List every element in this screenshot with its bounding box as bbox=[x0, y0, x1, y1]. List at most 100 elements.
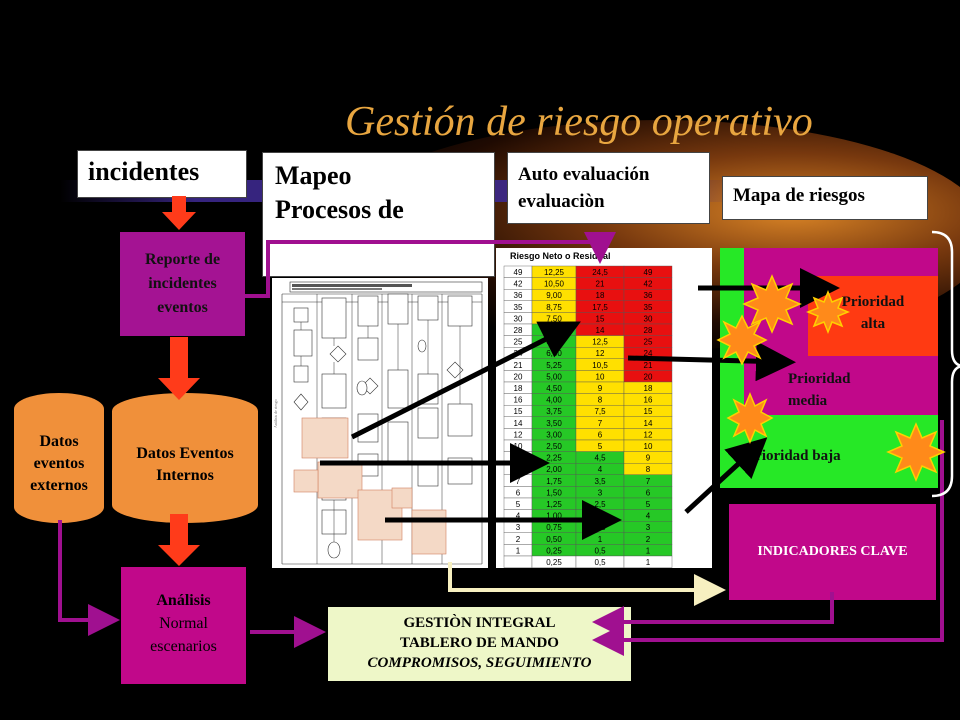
matrix-cell-value: 49 bbox=[514, 268, 523, 277]
reporte-line1: Reporte de bbox=[144, 251, 221, 268]
matrix-cell-value: 5 bbox=[516, 500, 521, 509]
datos-externos-line1: Datos bbox=[39, 433, 79, 450]
arrow-flow-matrix-1 bbox=[350, 321, 581, 440]
matrix-cell bbox=[623, 555, 673, 568]
mapa-riesgos-label: Mapa de riesgos bbox=[722, 176, 928, 220]
matrix-cell-value: 20 bbox=[514, 372, 523, 381]
matrix-cell-value: 1 bbox=[516, 546, 521, 555]
matrix-cell-value: 1,25 bbox=[546, 500, 562, 509]
matrix-cell-value: 14 bbox=[596, 326, 605, 335]
burst-icon bbox=[886, 422, 946, 482]
matrix-cell-value: 9 bbox=[598, 384, 603, 393]
matrix-title: Riesgo Neto o Residual bbox=[510, 251, 611, 261]
yellow-connector bbox=[448, 562, 726, 606]
datos-externos-cylinder: Datos eventos externos bbox=[14, 393, 104, 523]
matrix-cell-value: 42 bbox=[514, 280, 523, 289]
matrix-cell-value: 30 bbox=[644, 314, 653, 323]
matrix-cell-value: 15 bbox=[644, 407, 653, 416]
matrix-cell-value: 2 bbox=[646, 535, 651, 544]
matrix-cell-value: 3,00 bbox=[546, 430, 562, 439]
matrix-cell-value: 0,50 bbox=[546, 535, 562, 544]
matrix-cell-value: 8 bbox=[598, 396, 603, 405]
matrix-cell-value: 12,25 bbox=[544, 268, 565, 277]
matrix-cell-value: 6 bbox=[516, 488, 521, 497]
matrix-cell-value: 10,5 bbox=[592, 361, 608, 370]
matrix-cell-value: 12 bbox=[644, 430, 653, 439]
matrix-cell-value: 3 bbox=[646, 523, 651, 532]
datos-externos-line2: eventos bbox=[33, 455, 85, 472]
matrix-cell-value: 3,5 bbox=[594, 477, 606, 486]
mapeo-line2: Procesos de bbox=[275, 195, 404, 224]
matrix-cell-value: 6 bbox=[598, 430, 603, 439]
svg-text:Análisis de riesgo: Análisis de riesgo bbox=[273, 399, 278, 428]
prioridad-media: Prioridad media bbox=[788, 368, 851, 412]
connector-matrix-indicadores bbox=[448, 562, 726, 606]
burst-icon bbox=[716, 314, 768, 366]
burst-icon bbox=[805, 289, 851, 335]
gestion-line1: GESTIÒN INTEGRAL bbox=[403, 615, 556, 631]
matrix-cell-value: 30 bbox=[514, 314, 523, 323]
red-flow-arrows bbox=[158, 196, 200, 566]
arrow-matrix-media bbox=[627, 341, 796, 382]
matrix-cell-value: 10,50 bbox=[544, 280, 565, 289]
matrix-cell-value: 14 bbox=[644, 419, 653, 428]
matrix-cell-value: 9 bbox=[646, 454, 651, 463]
auto-line1: Auto evaluación bbox=[518, 164, 650, 185]
matrix-cell-value: 1,75 bbox=[546, 477, 562, 486]
reporte-line3: eventos bbox=[157, 299, 208, 316]
arrow-reporte-datos bbox=[158, 337, 200, 400]
matrix-cell-value: 7,5 bbox=[594, 407, 606, 416]
matrix-cell-value: 9,00 bbox=[546, 291, 562, 300]
matrix-cell-value: 2,50 bbox=[546, 442, 562, 451]
matrix-cell-value: 3 bbox=[516, 523, 521, 532]
flowchart-drawing: Análisis de riesgo bbox=[273, 281, 483, 565]
matrix-cell-value: 5 bbox=[646, 500, 651, 509]
matrix-cell-value: 20 bbox=[644, 372, 653, 381]
matrix-cell-value: 3,75 bbox=[546, 407, 562, 416]
matrix-cell-value: 12 bbox=[514, 430, 523, 439]
matrix-cell-value: 2 bbox=[516, 535, 521, 544]
matrix-cell-value: 2,00 bbox=[546, 465, 562, 474]
datos-internos-line1: Datos Eventos bbox=[136, 445, 234, 462]
matrix-cell-value: 7 bbox=[646, 477, 651, 486]
matrix-cell-value: 8,75 bbox=[546, 303, 562, 312]
matrix-cell-value: 42 bbox=[644, 280, 653, 289]
matrix-cell-value: 15 bbox=[596, 314, 605, 323]
datos-externos-line3: externos bbox=[30, 477, 88, 494]
page-title: Gestión de riesgo operativo bbox=[345, 99, 813, 145]
purple-connectors bbox=[58, 232, 944, 656]
prioridad-media-line2: media bbox=[788, 393, 828, 409]
matrix-cell-value: 8 bbox=[646, 465, 651, 474]
risk-bursts bbox=[716, 274, 946, 482]
matrix-cell-value: 5 bbox=[598, 442, 603, 451]
matrix-cell-value: 28 bbox=[514, 326, 523, 335]
reporte-incidentes-box: Reporte de incidentes eventos bbox=[120, 232, 245, 336]
incidentes-text: incidentes bbox=[88, 157, 200, 186]
matrix-cell-value: 0,75 bbox=[546, 523, 562, 532]
right-brace bbox=[931, 230, 960, 498]
matrix-cell-value: 17,5 bbox=[592, 303, 608, 312]
indicadores-clave-box: INDICADORES CLAVE bbox=[729, 504, 936, 600]
matrix-cell-value: 49 bbox=[644, 268, 653, 277]
datos-internos-line2: Internos bbox=[156, 467, 214, 484]
matrix-cell-value: 16 bbox=[514, 396, 523, 405]
matrix-cell-value: 35 bbox=[514, 303, 523, 312]
black-arrows bbox=[320, 268, 840, 540]
prioridad-media-line1: Prioridad bbox=[788, 371, 851, 387]
connector-externos-analisis bbox=[58, 520, 120, 636]
matrix-cell-value: 36 bbox=[514, 291, 523, 300]
analisis-line2: Normal bbox=[159, 615, 208, 632]
matrix-cell-value: 4,00 bbox=[546, 396, 562, 405]
matrix-cell-value: 12,5 bbox=[592, 338, 608, 347]
mapeo-line1: Mapeo bbox=[275, 161, 352, 190]
matrix-cell-value: 16 bbox=[644, 396, 653, 405]
matrix-cell-value: 4,50 bbox=[546, 384, 562, 393]
matrix-cell-value: 35 bbox=[644, 303, 653, 312]
matrix-cell-value: 0,25 bbox=[546, 546, 562, 555]
matrix-cell-value: 3 bbox=[598, 488, 603, 497]
matrix-cell-value: 7 bbox=[598, 419, 603, 428]
reporte-line2: incidentes bbox=[148, 275, 217, 292]
